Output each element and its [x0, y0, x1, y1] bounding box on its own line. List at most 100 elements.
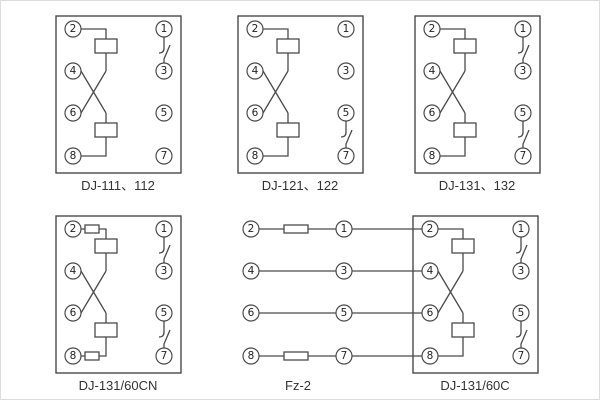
svg-text:8: 8: [248, 350, 255, 362]
svg-text:8: 8: [70, 150, 77, 162]
terminal-3: 3: [155, 62, 173, 80]
terminal-2: 2: [64, 220, 82, 238]
terminal-1: 1: [337, 20, 355, 38]
svg-text:4: 4: [70, 65, 77, 77]
svg-text:4: 4: [248, 265, 255, 277]
terminal-8: 8: [64, 147, 82, 165]
contact-blade: [345, 129, 353, 148]
contact-fixed: [158, 321, 165, 338]
svg-text:8: 8: [252, 150, 259, 162]
svg-text:5: 5: [341, 307, 348, 319]
svg-text:7: 7: [518, 350, 525, 362]
svg-text:6: 6: [70, 307, 77, 319]
svg-text:4: 4: [252, 65, 259, 77]
contact-blade: [522, 44, 530, 63]
svg-text:6: 6: [248, 307, 255, 319]
contact-symbol: [340, 121, 353, 148]
terminal-3: 3: [512, 262, 530, 280]
coil-wiring: [262, 28, 289, 157]
svg-text:4: 4: [427, 265, 434, 277]
terminal-6: 6: [64, 304, 82, 322]
svg-text:6: 6: [427, 307, 434, 319]
terminal-7: 7: [155, 147, 173, 165]
svg-text:3: 3: [341, 265, 348, 277]
coil-wiring: [80, 228, 107, 357]
relay-case-outline: [237, 15, 364, 174]
contact-symbol: [515, 321, 528, 348]
terminal-7: 7: [512, 347, 530, 365]
diagram-label: DJ-131/60C: [440, 378, 509, 393]
terminal-5: 5: [155, 104, 173, 122]
contact-symbol: [515, 237, 528, 263]
contact-symbol: [158, 37, 171, 63]
relay-case-outline: [412, 215, 539, 374]
terminal-3: 3: [155, 262, 173, 280]
terminal-5: 5: [335, 304, 353, 322]
terminal-6: 6: [246, 104, 264, 122]
svg-text:4: 4: [429, 65, 436, 77]
contact-fixed: [517, 121, 524, 138]
diagram-label: DJ-131/60CN: [79, 378, 158, 393]
coil-symbol: [94, 322, 118, 338]
coil-symbol: [94, 38, 118, 54]
terminal-5: 5: [512, 304, 530, 322]
terminal-1: 1: [335, 220, 353, 238]
contact-fixed: [340, 121, 347, 138]
svg-text:3: 3: [520, 65, 527, 77]
svg-text:5: 5: [343, 107, 350, 119]
svg-text:2: 2: [70, 23, 77, 35]
terminal-7: 7: [155, 347, 173, 365]
svg-text:5: 5: [161, 307, 168, 319]
svg-text:2: 2: [427, 223, 434, 235]
terminal-2: 2: [242, 220, 260, 238]
svg-text:6: 6: [252, 107, 259, 119]
svg-text:7: 7: [520, 150, 527, 162]
svg-text:1: 1: [161, 223, 168, 235]
terminal-5: 5: [337, 104, 355, 122]
svg-text:3: 3: [518, 265, 525, 277]
terminal-2: 2: [246, 20, 264, 38]
svg-text:6: 6: [70, 107, 77, 119]
svg-text:7: 7: [161, 150, 168, 162]
contact-fixed: [158, 237, 165, 254]
svg-text:8: 8: [427, 350, 434, 362]
contact-fixed: [517, 37, 524, 54]
svg-text:6: 6: [429, 107, 436, 119]
terminal-4: 4: [246, 62, 264, 80]
coil-symbol: [276, 122, 300, 138]
diagram-label: DJ-111、112: [81, 178, 155, 193]
svg-text:5: 5: [520, 107, 527, 119]
svg-text:1: 1: [161, 23, 168, 35]
terminal-4: 4: [64, 262, 82, 280]
coil-symbol: [453, 122, 477, 138]
terminal-1: 1: [155, 20, 173, 38]
contact-symbol: [517, 121, 530, 148]
interconnect-lines: [352, 228, 422, 357]
coil-wiring: [439, 28, 466, 157]
terminal-7: 7: [335, 347, 353, 365]
resistor-symbol: [283, 224, 309, 234]
coil-symbol: [453, 38, 477, 54]
terminal-1: 1: [155, 220, 173, 238]
svg-text:2: 2: [70, 223, 77, 235]
contact-symbol: [517, 37, 530, 63]
coil-symbol: [451, 322, 475, 338]
terminal-7: 7: [337, 147, 355, 165]
svg-text:7: 7: [341, 350, 348, 362]
relay-case-outline: [55, 15, 182, 174]
svg-text:1: 1: [518, 223, 525, 235]
terminal-4: 4: [423, 62, 441, 80]
coil-symbol: [451, 238, 475, 254]
svg-text:7: 7: [161, 350, 168, 362]
svg-text:2: 2: [252, 23, 259, 35]
terminal-8: 8: [64, 347, 82, 365]
svg-text:3: 3: [161, 265, 168, 277]
svg-text:2: 2: [429, 23, 436, 35]
terminal-7: 7: [514, 147, 532, 165]
coil-wiring: [437, 228, 464, 357]
contact-blade: [520, 244, 528, 263]
terminal-6: 6: [64, 104, 82, 122]
svg-text:2: 2: [248, 223, 255, 235]
coil-symbol: [94, 238, 118, 254]
